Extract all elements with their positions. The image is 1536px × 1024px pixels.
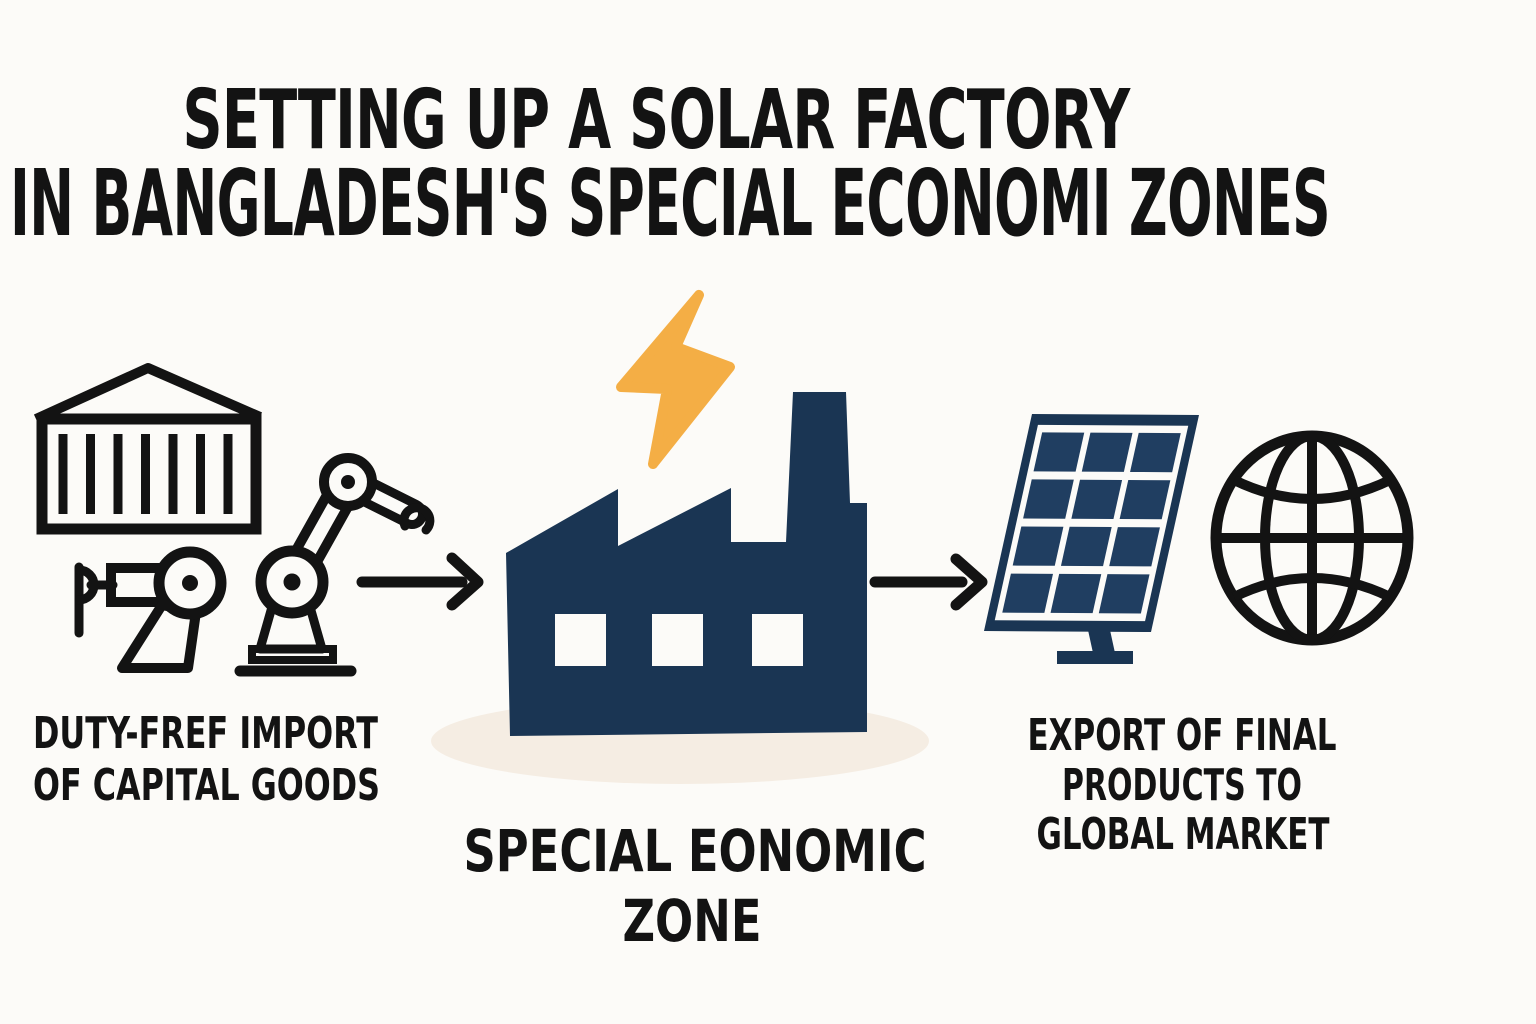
page-title-line-2: IN BANGLADESH'S SPECIAL ECONOMI ZONES xyxy=(10,150,1330,257)
globe-icon xyxy=(1210,430,1414,646)
import-label-line-1: DUTY-FREF IMPORT xyxy=(33,708,378,759)
factory-windows xyxy=(555,614,803,666)
solar-panel-icon xyxy=(984,414,1199,664)
export-label-line-1: EXPORT OF FINAL xyxy=(1028,710,1337,761)
zone-label-line-1: SPECIAL EONOMIC xyxy=(464,817,927,885)
solar-panel-pole xyxy=(1088,630,1115,653)
solar-panel-base xyxy=(1057,651,1133,664)
right-arrow-icon-1 xyxy=(356,552,484,611)
title-block: SETTING UP A SOLAR FACTORY IN BANGLADESH… xyxy=(10,73,1331,257)
sez-stage: SPECIAL EONOMIC ZONE xyxy=(431,290,929,955)
drill-machine-icon xyxy=(74,546,227,673)
factory-icon xyxy=(506,392,867,736)
zone-label-line-2: ZONE xyxy=(623,887,762,955)
export-label-line-2: PRODUCTS TO xyxy=(1062,760,1302,811)
lightning-bolt-icon xyxy=(616,290,735,469)
import-label-line-2: OF CAPITAL GOODS xyxy=(33,760,380,811)
import-stage: DUTY-FREF IMPORT OF CAPITAL GOODS xyxy=(33,363,435,811)
right-arrow-icon-2 xyxy=(869,553,988,611)
solar-panel-cells xyxy=(1002,432,1181,614)
export-label-line-3: GLOBAL MARKET xyxy=(1037,809,1330,860)
robot-arm-icon xyxy=(234,453,435,677)
page-title-line-1: SETTING UP A SOLAR FACTORY xyxy=(183,73,1132,168)
shipping-container-icon xyxy=(33,363,263,535)
export-stage: EXPORT OF FINAL PRODUCTS TO GLOBAL MARKE… xyxy=(984,414,1414,860)
